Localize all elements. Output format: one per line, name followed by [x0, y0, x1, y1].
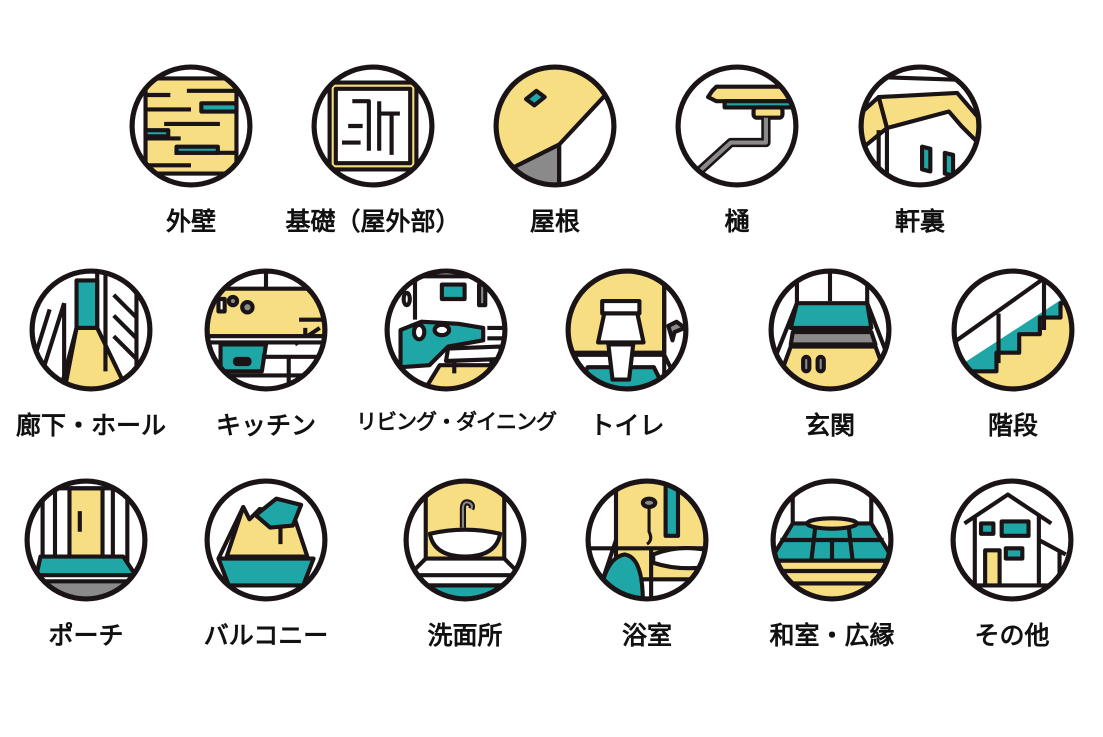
category-balcony[interactable]: バルコニー: [176, 478, 356, 652]
category-label: 洗面所: [427, 621, 503, 650]
category-kitchen[interactable]: キッチン: [176, 268, 356, 442]
category-porch[interactable]: ポーチ: [0, 478, 176, 652]
category-washroom[interactable]: 洗面所: [375, 478, 555, 652]
tatami-room-icon: [770, 478, 894, 602]
toilet-icon: [565, 268, 689, 392]
hallway-icon: [29, 268, 153, 392]
bathroom-icon: [585, 478, 709, 602]
category-toilet[interactable]: トイレ: [537, 268, 717, 442]
category-label: ポーチ: [48, 621, 124, 650]
porch-icon: [24, 478, 148, 602]
category-entrance[interactable]: 玄関: [740, 268, 920, 442]
wall-icon: [129, 64, 253, 188]
category-exterior-wall[interactable]: 外壁: [101, 64, 281, 238]
category-label: キッチン: [215, 411, 316, 440]
category-label: 屋根: [529, 207, 580, 236]
category-roof[interactable]: 屋根: [465, 64, 645, 238]
category-label: 和室・広縁: [769, 621, 895, 650]
category-stairs[interactable]: 階段: [923, 268, 1103, 442]
washbasin-icon: [403, 478, 527, 602]
category-living[interactable]: リビング・ダイニング: [356, 268, 557, 436]
eaves-icon: [858, 64, 982, 188]
category-label: 軒裏: [894, 207, 945, 236]
category-label: 階段: [987, 411, 1038, 440]
house-icon: [950, 478, 1074, 602]
category-bathroom[interactable]: 浴室: [557, 478, 737, 652]
balcony-icon: [204, 478, 328, 602]
category-label: バルコニー: [203, 621, 329, 650]
category-label: 浴室: [621, 621, 672, 650]
living-room-icon: [384, 268, 508, 392]
foundation-icon: [311, 64, 435, 188]
category-eaves[interactable]: 軒裏: [830, 64, 1010, 238]
category-gutter[interactable]: 樋: [647, 64, 827, 238]
category-hallway[interactable]: 廊下・ホール: [1, 268, 181, 442]
category-label: リビング・ダイニング: [356, 410, 557, 434]
roof-icon: [493, 64, 617, 188]
category-label: その他: [974, 621, 1050, 650]
category-label: 外壁: [165, 207, 216, 236]
category-japanese-room[interactable]: 和室・広縁: [742, 478, 922, 652]
category-label: 廊下・ホール: [15, 411, 166, 440]
category-label: 基礎（屋外部）: [285, 207, 461, 236]
category-foundation[interactable]: 基礎（屋外部）: [283, 64, 463, 238]
category-other[interactable]: その他: [922, 478, 1102, 652]
category-label: トイレ: [589, 411, 665, 440]
category-label: 樋: [724, 207, 750, 236]
category-label: 玄関: [804, 411, 855, 440]
stairs-icon: [951, 268, 1075, 392]
entrance-icon: [768, 268, 892, 392]
kitchen-icon: [204, 268, 328, 392]
gutter-icon: [675, 64, 799, 188]
